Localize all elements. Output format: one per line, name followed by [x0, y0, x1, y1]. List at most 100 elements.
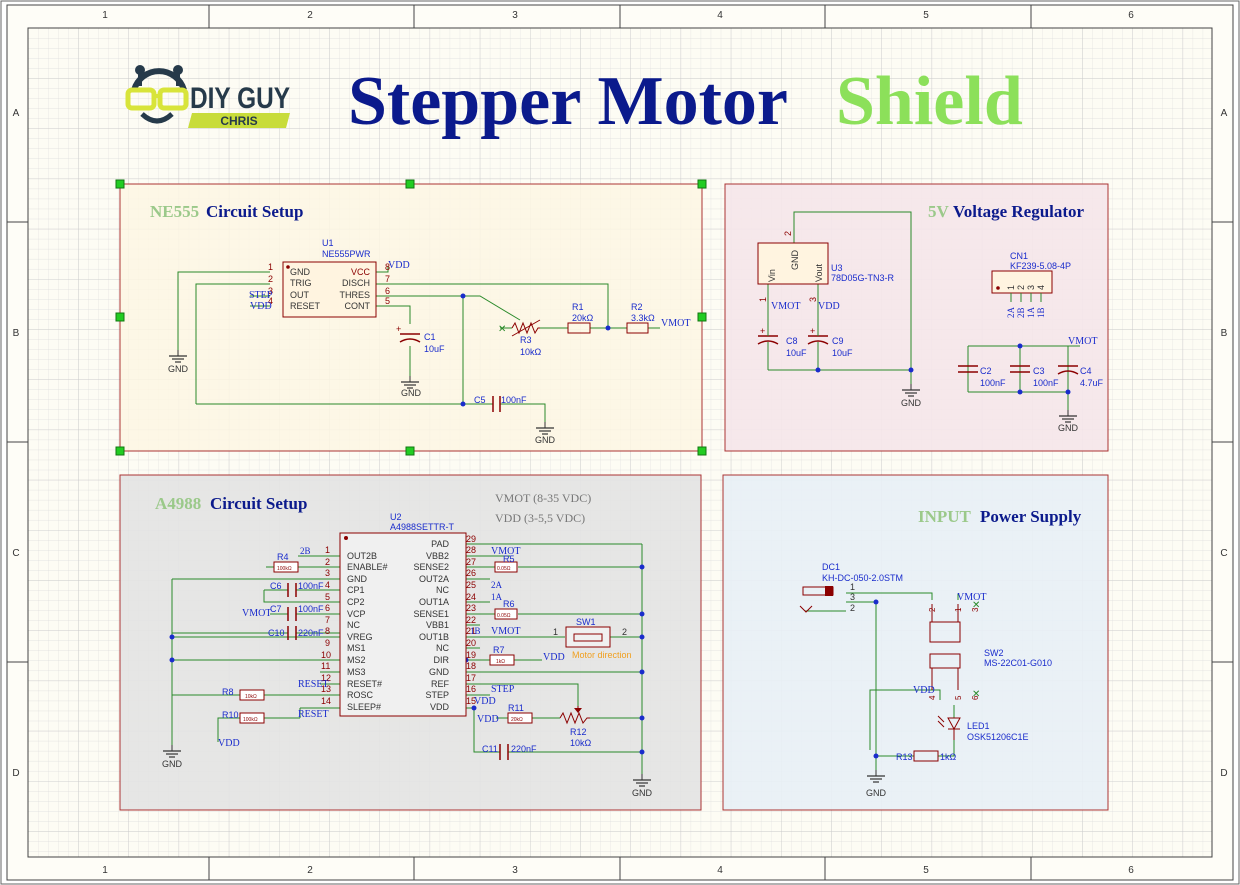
u2-pin-num: 1: [325, 545, 330, 555]
c6-ref: C6: [270, 581, 282, 591]
a4988-junctions: [169, 564, 645, 755]
r12-ref: R12: [570, 727, 587, 737]
r8-value: 10kΩ: [245, 694, 257, 700]
net-vmot: VMOT: [661, 318, 690, 329]
resistor-r6[interactable]: 0.05Ω R6: [494, 599, 518, 620]
row-label-a-right: A: [1221, 108, 1228, 119]
reg-title-accent: 5V: [928, 202, 950, 221]
u2-pin-num: 18: [466, 661, 476, 671]
sw1-pin: 2: [622, 627, 627, 637]
driver-ic-u2[interactable]: U2 A4988SETTR-T OUT2B ENABLE# GND CP1 CP…: [321, 512, 476, 717]
led1-part: OSK51206C1E: [967, 732, 1029, 742]
c7-ref: C7: [270, 604, 282, 614]
cn1-net: 1B: [1036, 307, 1046, 318]
row-label-b-right: B: [1221, 328, 1228, 339]
switch-sw1[interactable]: SW1 1 2 Motor direction: [553, 617, 632, 660]
sw2-pin: 5: [954, 695, 963, 700]
net-vmot: VMOT: [771, 301, 800, 312]
capacitor-c5[interactable]: C5 100nF: [474, 395, 527, 412]
c5-value: 100nF: [501, 395, 527, 405]
c5-ref: C5: [474, 395, 486, 405]
resistor-r5[interactable]: 0.05Ω R5: [494, 554, 518, 573]
c11-ref: C11: [482, 744, 498, 754]
u3-pin-num: 2: [783, 231, 793, 236]
u2-pin-name: OUT1B: [419, 632, 449, 642]
c3-value: 100nF: [1033, 378, 1059, 388]
u2-pin-num: 15: [466, 696, 476, 706]
net-vdd: VDD: [477, 714, 499, 725]
u2-pin-name: NC: [436, 585, 449, 595]
u2-pin-num: 7: [325, 615, 330, 625]
u2-pin-name: VBB2: [426, 551, 449, 561]
capacitor-c4[interactable]: C4 4.7uF: [1057, 365, 1104, 388]
sw2-pin: 3: [971, 607, 980, 612]
connector-cn1[interactable]: CN1 KF239-5.08-4P 1 2 3 4 2A 2B 1A 1B: [991, 251, 1071, 318]
col-label-2-bottom: 2: [307, 865, 313, 876]
potentiometer-r3[interactable]: ✕ R3 10kΩ: [498, 319, 542, 357]
r6-value: 0.05Ω: [497, 613, 511, 619]
resistor-r8[interactable]: 10kΩ R8: [222, 687, 265, 701]
u1-pin-name: OUT: [290, 290, 310, 300]
u1-pin-name: CONT: [345, 301, 371, 311]
c4-value: 4.7uF: [1080, 378, 1104, 388]
sw2-part: MS-22C01-G010: [984, 658, 1052, 668]
net-vmot: VMOT: [242, 608, 271, 619]
c1-value: 10uF: [424, 344, 445, 354]
switch-sw2[interactable]: SW2 MS-22C01-G010 2 1 4 5 3 6 ✕ ✕: [928, 600, 1052, 700]
col-label-6-bottom: 6: [1128, 865, 1134, 876]
ne555-ic-u1[interactable]: U1 NE555PWR GND TRIG OUT RESET VCC DISCH…: [268, 238, 390, 318]
u2-pin-name: VREG: [347, 632, 373, 642]
resistor-r11[interactable]: 20kΩ R11: [507, 703, 533, 724]
u3-part: 78D05G-TN3-R: [831, 273, 895, 283]
capacitor-c1[interactable]: + C1 10uF: [396, 324, 445, 354]
svg-text:+: +: [760, 326, 765, 336]
capacitor-c2[interactable]: C2 100nF: [958, 365, 1006, 388]
col-label-4-bottom: 4: [717, 865, 723, 876]
u2-pin-name: NC: [347, 620, 360, 630]
capacitor-c7[interactable]: C7 100nF: [270, 604, 324, 621]
u2-pin-num: 4: [325, 580, 330, 590]
row-label-d-right: D: [1220, 768, 1227, 779]
cn1-net: 2B: [1016, 307, 1026, 318]
capacitor-c8[interactable]: + C8 10uF: [757, 300, 807, 358]
u2-pin-name: CP1: [347, 585, 365, 595]
title-part2: Shield: [836, 63, 1023, 140]
r6-ref: R6: [503, 599, 515, 609]
row-label-b: B: [13, 328, 20, 339]
dc-jack-dc1[interactable]: DC1 KH-DC-050-2.0STM 1 3 2: [799, 562, 903, 613]
resistor-r4[interactable]: 100kΩ R4: [273, 552, 299, 573]
u2-pin-num: 9: [325, 638, 330, 648]
u2-pin-num: 13: [321, 684, 331, 694]
regulator-u3[interactable]: Vin GND Vout 2 1 3 U3 78D05G-TN3-R: [757, 231, 895, 302]
capacitor-c3[interactable]: C3 100nF: [1010, 365, 1059, 388]
net-vmot: VMOT: [491, 626, 520, 637]
r10-ref: R10: [222, 710, 239, 720]
u2-pin-name: PAD: [431, 539, 449, 549]
u2-pin-name: MS2: [347, 655, 366, 665]
potentiometer-r12[interactable]: R12 10kΩ: [559, 706, 592, 748]
net-vdd: VDD: [388, 260, 410, 271]
u1-pin-num: 5: [385, 296, 390, 306]
row-label-c: C: [12, 548, 19, 559]
capacitor-c9[interactable]: + C9 10uF: [807, 300, 853, 358]
u2-pin-name: MS3: [347, 667, 366, 677]
resistor-r1[interactable]: R1 20kΩ: [567, 302, 594, 334]
junction-dot: [460, 293, 466, 299]
junction-dot: [1017, 389, 1023, 395]
resistor-r2[interactable]: R2 3.3kΩ: [626, 302, 655, 334]
capacitor-c6[interactable]: C6 100nF: [270, 581, 324, 597]
capacitor-c11[interactable]: C11 220nF: [482, 744, 537, 760]
u2-pin-num: 19: [466, 650, 476, 660]
resistor-r7[interactable]: 1kΩ R7: [489, 645, 515, 666]
u2-pin-num: 8: [325, 626, 330, 636]
resistor-r10[interactable]: 100kΩ R10: [222, 710, 265, 724]
resistor-r13[interactable]: R13 1kΩ: [896, 750, 957, 762]
u3-pin-num: 1: [758, 297, 768, 302]
net-vdd: VDD: [913, 685, 935, 696]
capacitor-c10[interactable]: C10 220nF: [268, 626, 324, 640]
u3-pin-vin: Vin: [767, 269, 777, 282]
selection-handles: [115, 179, 707, 456]
led-led1[interactable]: LED1 OSK51206C1E: [937, 715, 1029, 742]
c9-ref: C9: [832, 336, 844, 346]
gnd-label: GND: [1058, 423, 1079, 433]
